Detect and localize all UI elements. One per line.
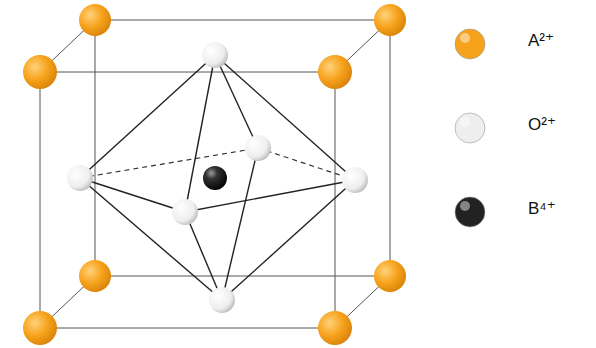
legend-swatch xyxy=(450,24,490,64)
legend-row: O²⁺ xyxy=(450,102,590,186)
legend-swatch xyxy=(450,192,490,232)
legend-label: A²⁺ xyxy=(528,30,554,51)
octahedron-edges xyxy=(80,55,355,300)
legend-label: O²⁺ xyxy=(528,114,556,135)
a-cation-spheres xyxy=(23,55,352,345)
legend-label: B⁴⁺ xyxy=(528,198,556,219)
legend: A²⁺ O²⁺ B⁴⁺ xyxy=(450,18,590,270)
legend-row: A²⁺ xyxy=(450,18,590,102)
legend-row: B⁴⁺ xyxy=(450,186,590,270)
cube-edges xyxy=(40,20,390,328)
legend-swatch xyxy=(450,108,490,148)
oxygen-sphere xyxy=(172,199,198,225)
oxygen-spheres xyxy=(67,42,368,313)
a-cation-spheres xyxy=(79,4,406,292)
b-cation-sphere xyxy=(203,166,227,190)
